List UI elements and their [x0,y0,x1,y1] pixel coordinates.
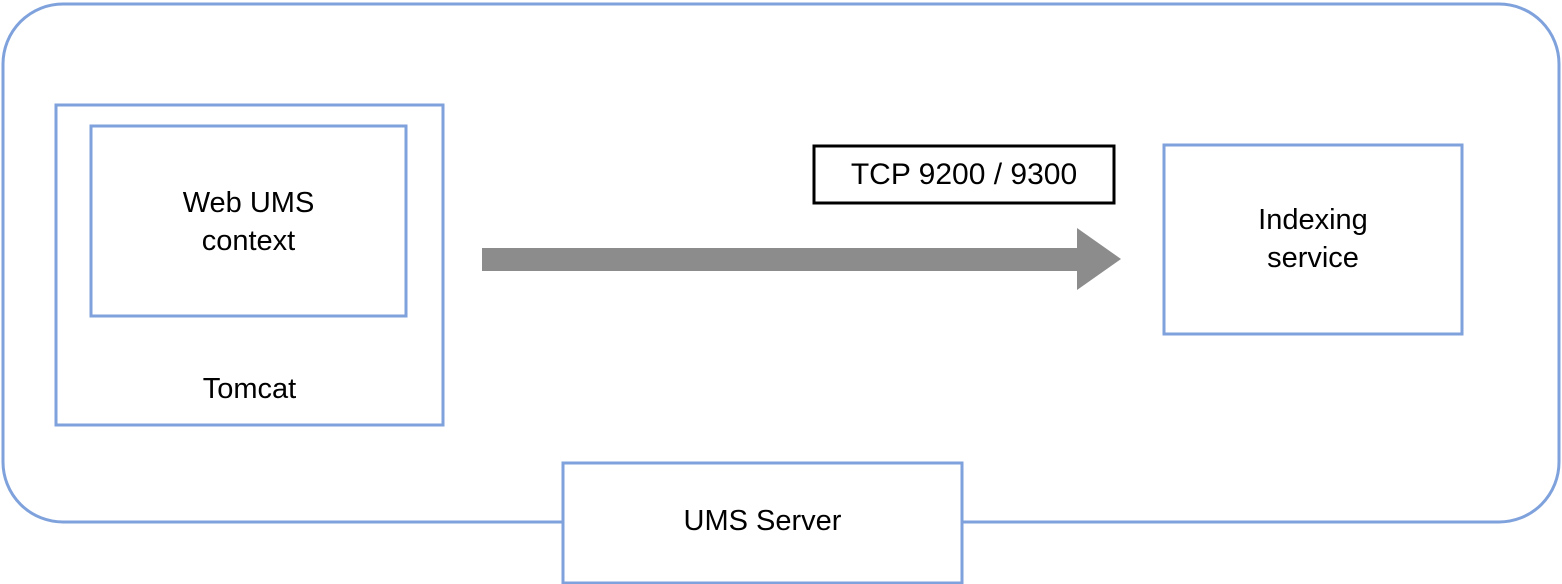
ums-server-box-shape [561,461,964,584]
ums-server-label: UMS Server [683,505,842,537]
web-ums-context-box-shape [89,124,408,318]
tcp-port-label-node[interactable] [813,145,1115,204]
connection-arrow-shape [482,228,1121,290]
web-ums-context-label: Web UMS context [182,187,315,257]
tcp-port-label: TCP 9200 / 9300 [850,157,1078,191]
indexing-service-box-shape [1162,143,1464,336]
tomcat-label: Tomcat [202,373,297,405]
connection-arrow-icon[interactable] [482,227,1122,291]
ums-server-node[interactable] [562,462,963,579]
tcp-port-label-box-shape [812,144,1116,205]
indexing-service-label: Indexing service [1258,204,1368,274]
web-ums-context-node[interactable] [90,125,407,317]
indexing-service-node[interactable] [1163,144,1463,335]
